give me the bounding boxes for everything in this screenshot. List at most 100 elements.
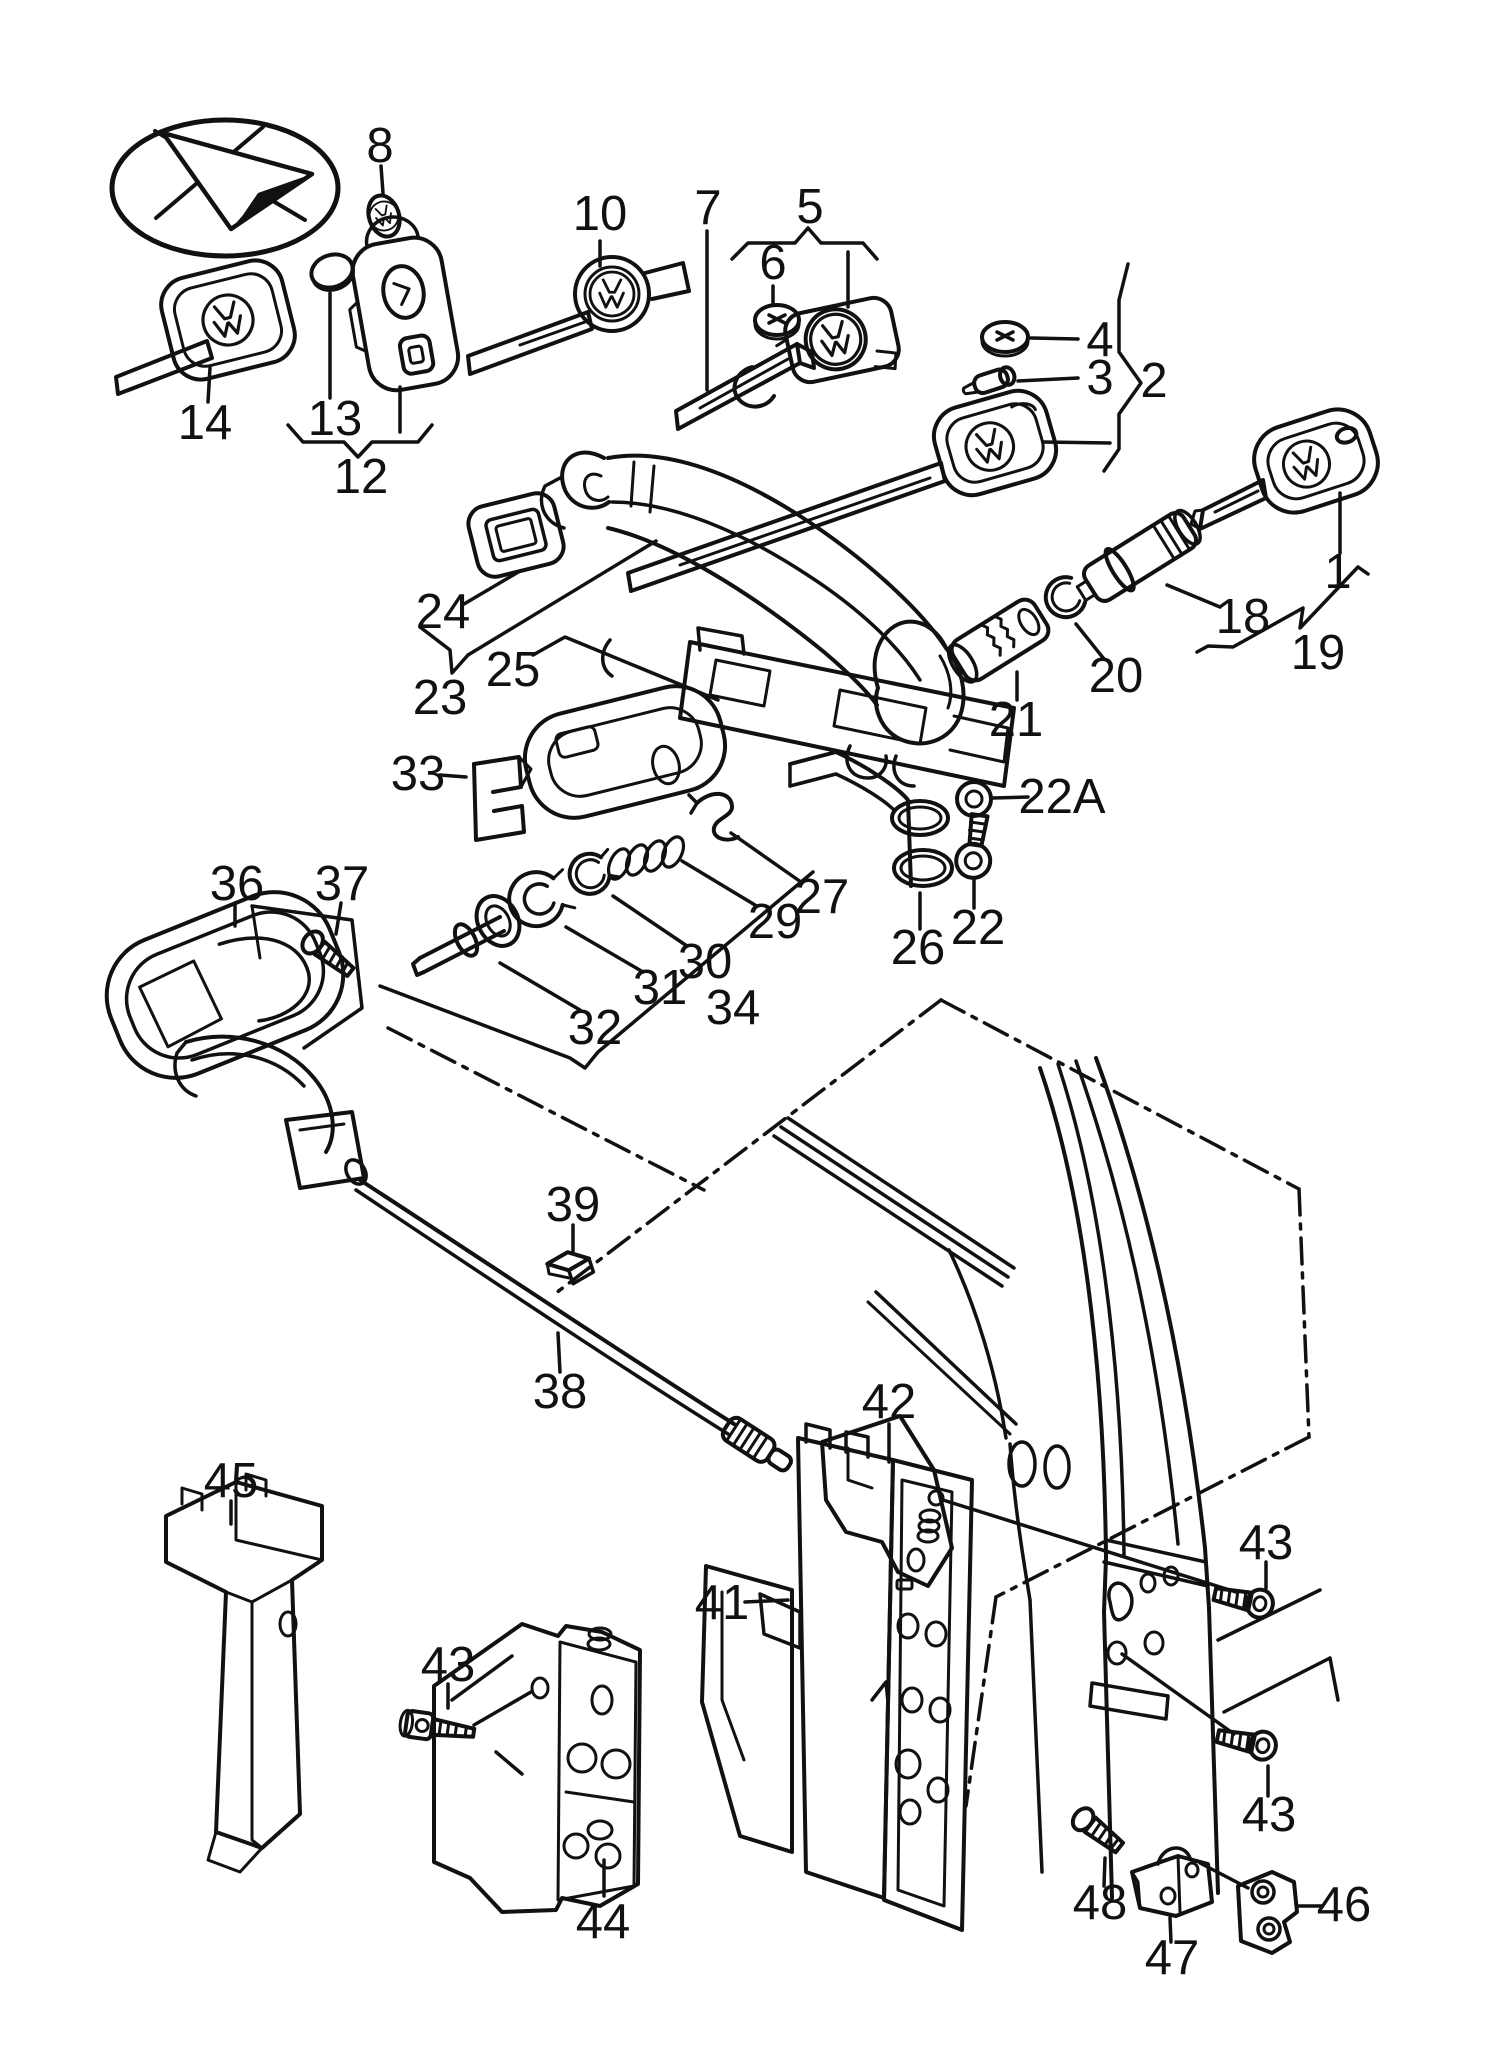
callout-26[interactable]: 26 [891,921,946,975]
callout-8[interactable]: 8 [366,119,393,173]
striker-47 [1130,1846,1214,1918]
group-bracket-19 [1195,565,1370,654]
callout-44[interactable]: 44 [576,1895,631,1949]
callout-19[interactable]: 19 [1291,626,1346,680]
callout-42[interactable]: 42 [862,1375,917,1429]
leader-line-22A [991,795,1030,800]
callout-12[interactable]: 12 [334,450,389,504]
callout-39[interactable]: 39 [546,1178,601,1232]
callout-34[interactable]: 34 [706,981,761,1035]
callout-43a[interactable]: 43 [1239,1516,1294,1570]
leader-line-25 [531,635,720,702]
cable-38 [173,1034,793,1473]
plate-46 [1236,1870,1299,1955]
callout-5[interactable]: 5 [796,180,823,234]
callout-23[interactable]: 23 [413,671,468,725]
clip-33 [472,755,533,842]
callout-32[interactable]: 32 [568,1001,623,1055]
screw-43-upper [1211,1586,1275,1620]
not-available-logo-icon [109,117,341,259]
leader-line-24 [462,569,522,606]
pin-32 [411,894,522,977]
callout-18[interactable]: 18 [1216,590,1271,644]
cap-13 [309,252,355,292]
handle-seal-plate [522,684,728,820]
callout-43b[interactable]: 43 [1242,1788,1297,1842]
leader-line-30 [611,894,689,948]
bracket-45 [164,1472,324,1874]
callout-25[interactable]: 25 [486,643,541,697]
leader-line-37 [334,901,343,936]
screw-22 [954,812,993,880]
leader-line-4 [1029,336,1080,341]
leader-line-2 [1041,440,1112,445]
callout-10[interactable]: 10 [573,187,628,241]
o-ring-20 [1043,575,1088,620]
screw-43-left [398,1708,477,1742]
sleeve-21 [946,597,1051,684]
callout-48[interactable]: 48 [1073,1876,1128,1930]
callout-46[interactable]: 46 [1317,1878,1372,1932]
callout-2[interactable]: 2 [1140,354,1167,408]
callout-4[interactable]: 4 [1086,313,1113,367]
seal-26 [788,750,954,888]
callout-14[interactable]: 14 [178,396,233,450]
callout-43c[interactable]: 43 [421,1638,476,1692]
callout-29[interactable]: 29 [748,895,803,949]
callout-31[interactable]: 31 [633,961,688,1015]
callout-27[interactable]: 27 [795,870,850,924]
leader-line-32 [498,961,582,1012]
leader-line-23 [466,539,658,657]
callout-45[interactable]: 45 [204,1454,259,1508]
clip-27 [687,792,740,842]
window-channel [772,1116,1016,1288]
key-2 [626,388,1059,593]
callout-20[interactable]: 20 [1089,649,1144,703]
remote-housing-12 [348,215,461,393]
leader-line-46-1 [1198,1861,1250,1890]
group-bracket-12 [286,423,434,459]
callout-37[interactable]: 37 [315,857,370,911]
callout-38[interactable]: 38 [533,1365,588,1419]
lock-cylinder-18 [1075,508,1202,603]
callout-13[interactable]: 13 [308,392,363,446]
leader-line-18 [1165,583,1222,609]
leader-line-38 [556,1331,562,1374]
leader-line-43b-1 [1120,1652,1236,1736]
screw-43-lower [1214,1728,1278,1762]
leader-line-27 [729,831,803,884]
callout-1[interactable]: 1 [1324,545,1351,599]
washer-22a [955,780,993,818]
callout-22A[interactable]: 22A [1018,770,1106,824]
gasket-24 [466,491,566,579]
callout-7[interactable]: 7 [694,181,721,235]
callout-3[interactable]: 3 [1086,351,1113,405]
door-outline-dashdot [386,998,1311,1808]
callout-30[interactable]: 30 [678,935,733,989]
callout-47[interactable]: 47 [1145,1931,1200,1985]
group-brace-2 [1102,262,1143,473]
callout-24[interactable]: 24 [416,585,471,639]
leader-line-31 [564,925,645,974]
callout-36[interactable]: 36 [210,857,265,911]
door-frame [386,998,1340,1900]
screw-48 [1070,1806,1126,1855]
screw-37 [300,929,356,978]
spring-29 [606,835,686,881]
door-lock-41 [700,1422,974,1932]
key-10 [466,255,691,376]
leader-line-3 [1016,376,1080,383]
group-bracket-23 [418,625,470,675]
door-lock-44 [432,1622,642,1914]
callout-41[interactable]: 41 [695,1576,750,1630]
group-bracket-5 [730,226,879,261]
transponder-housing-5 [775,295,901,385]
callout-22[interactable]: 22 [951,901,1006,955]
c-clip-31 [507,868,577,929]
key-1 [1189,407,1380,531]
callout-33[interactable]: 33 [391,747,446,801]
callout-21[interactable]: 21 [989,693,1044,747]
battery-6 [753,303,801,341]
callout-6[interactable]: 6 [759,236,786,290]
